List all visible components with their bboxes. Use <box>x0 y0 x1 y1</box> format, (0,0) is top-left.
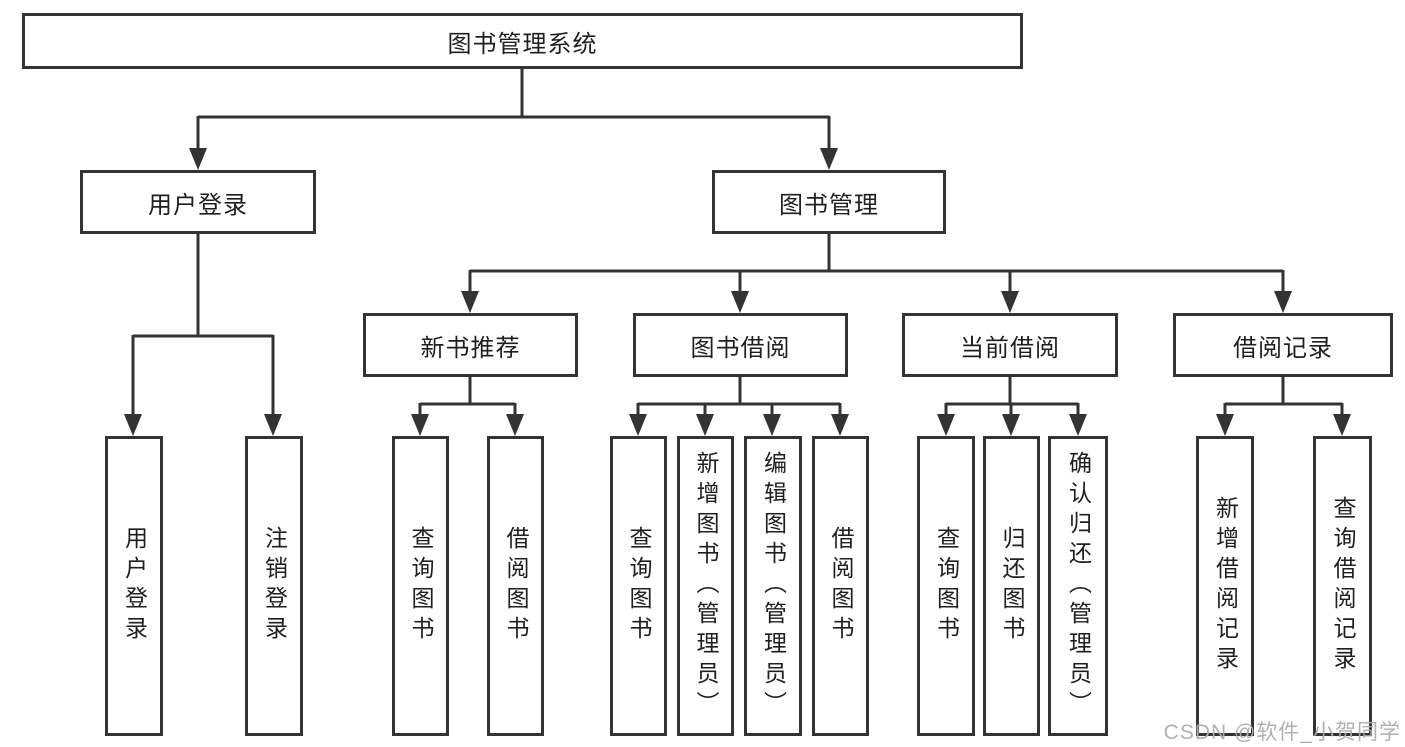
node-return-books: 归还图书 <box>983 436 1040 736</box>
node-current-borrow: 当前借阅 <box>902 313 1118 377</box>
node-query-borrow-record-label: 查询借阅记录 <box>1330 496 1356 676</box>
node-logout-leaf: 注销登录 <box>245 436 303 736</box>
node-edit-book-admin-label: 编辑图书（管理员） <box>760 451 787 721</box>
node-borrow-books-recommend: 借阅图书 <box>487 436 544 736</box>
node-query-books-current: 查询图书 <box>917 436 975 736</box>
node-user-login-leaf-label: 用户登录 <box>121 526 148 646</box>
node-borrow-records: 借阅记录 <box>1173 313 1393 377</box>
node-query-books-recommend: 查询图书 <box>392 436 449 736</box>
node-add-borrow-record: 新增借阅记录 <box>1196 436 1254 736</box>
node-return-books-label: 归还图书 <box>999 526 1025 646</box>
node-current-borrow-label: 当前借阅 <box>960 334 1060 362</box>
node-confirm-return-admin: 确认归还（管理员） <box>1048 436 1108 736</box>
node-query-borrow-record: 查询借阅记录 <box>1313 436 1372 736</box>
node-book-management: 图书管理 <box>712 170 946 234</box>
node-borrow-books-recommend-label: 借阅图书 <box>503 526 529 646</box>
node-add-book-admin-label: 新增图书（管理员） <box>693 451 719 721</box>
node-root-label: 图书管理系统 <box>447 30 598 58</box>
node-book-borrow: 图书借阅 <box>633 313 848 377</box>
node-new-book-recommend-label: 新书推荐 <box>420 334 521 362</box>
node-query-books-borrow: 查询图书 <box>610 436 667 736</box>
node-book-borrow-label: 图书借阅 <box>690 334 791 362</box>
node-book-management-label: 图书管理 <box>779 191 879 219</box>
node-user-login: 用户登录 <box>80 170 316 234</box>
node-borrow-records-label: 借阅记录 <box>1233 334 1333 362</box>
node-root: 图书管理系统 <box>22 13 1023 69</box>
node-user-login-label: 用户登录 <box>148 191 248 219</box>
watermark: CSDN @软件_小贺同学 <box>1163 721 1401 744</box>
node-query-books-recommend-label: 查询图书 <box>408 526 434 646</box>
node-new-book-recommend: 新书推荐 <box>363 313 578 377</box>
node-edit-book-admin: 编辑图书（管理员） <box>744 436 802 736</box>
node-borrow-books-leaf: 借阅图书 <box>812 436 869 736</box>
node-query-books-borrow-label: 查询图书 <box>626 526 652 646</box>
node-user-login-leaf: 用户登录 <box>105 436 163 736</box>
node-borrow-books-leaf-label: 借阅图书 <box>828 526 854 646</box>
node-add-book-admin: 新增图书（管理员） <box>677 436 734 736</box>
node-logout-leaf-label: 注销登录 <box>261 526 288 646</box>
node-add-borrow-record-label: 新增借阅记录 <box>1212 496 1239 676</box>
node-query-books-current-label: 查询图书 <box>933 526 960 646</box>
node-confirm-return-admin-label: 确认归还（管理员） <box>1065 451 1092 721</box>
